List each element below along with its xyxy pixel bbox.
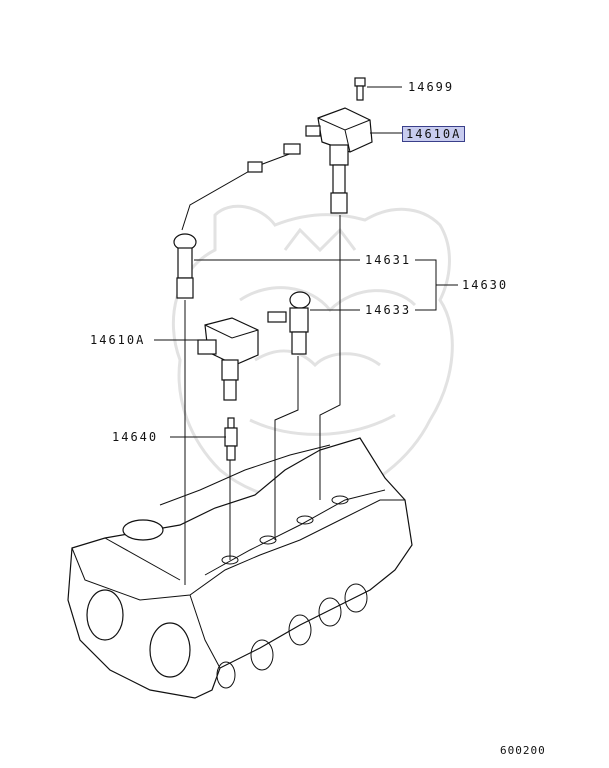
label-coil-top[interactable]: 14610A <box>402 126 466 142</box>
cylinder-head <box>67 437 413 699</box>
label-coil-left: 14610A <box>90 333 146 347</box>
coil-cable <box>267 291 311 355</box>
label-coil-cable: 14633 <box>365 303 412 317</box>
bolt-part <box>354 77 366 101</box>
label-cable-set: 14630 <box>462 278 509 292</box>
ignition-coil-left <box>197 317 259 401</box>
label-spark-plug: 14640 <box>112 430 159 444</box>
spark-plug <box>224 417 238 461</box>
leader-lines <box>154 86 458 438</box>
label-bolt: 14699 <box>408 80 455 94</box>
ignition-coil-top <box>305 107 373 214</box>
plug-cable <box>173 143 301 299</box>
footer-code: 600200 <box>500 744 546 757</box>
label-plug-cable: 14631 <box>365 253 412 267</box>
